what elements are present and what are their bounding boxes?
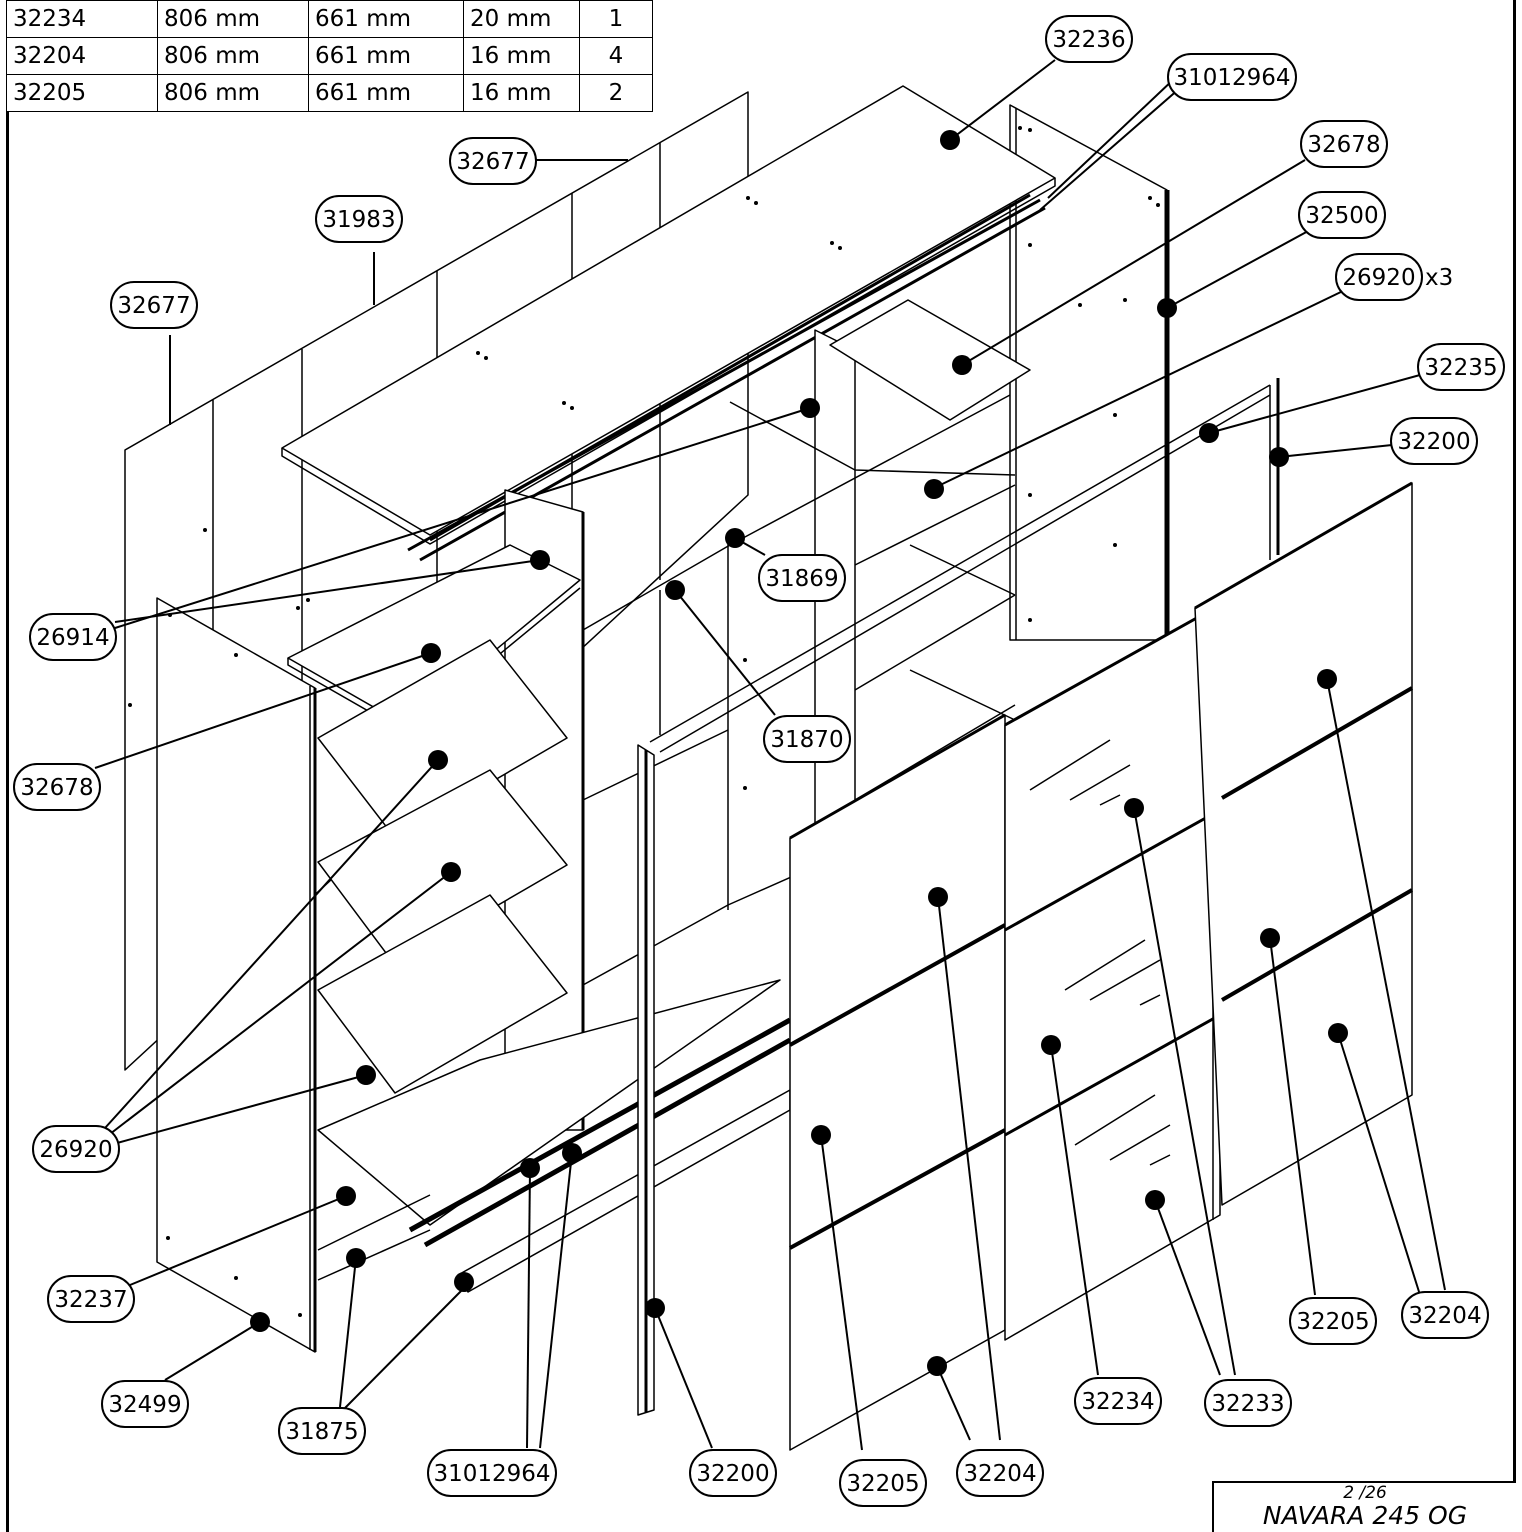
callouts: 32236 31012964 32678 32500 26920 x3 32235… <box>13 15 1505 1507</box>
svg-text:26920: 26920 <box>39 1137 112 1163</box>
callout-32236: 32236 <box>1045 15 1133 63</box>
side-panel-32499 <box>156 597 317 1353</box>
bottom-rail-31012964 <box>408 1017 792 1248</box>
callout-32200-bottom: 32200 <box>689 1449 777 1497</box>
callout-26920-left: 26920 <box>32 1125 120 1173</box>
svg-text:32499: 32499 <box>108 1392 181 1418</box>
model-name: NAVARA 245 OG <box>1262 1501 1468 1530</box>
table-row: 32234 806 mm 661 mm 20 mm 1 <box>6 0 653 38</box>
callout-32204-right: 32204 <box>1401 1291 1489 1339</box>
callout-32499: 32499 <box>101 1380 189 1428</box>
callout-32233: 32233 <box>1204 1379 1292 1427</box>
drawing-frame <box>6 0 1516 1532</box>
callout-31012964-bottom: 31012964 <box>427 1449 557 1497</box>
svg-text:32677: 32677 <box>456 149 529 175</box>
title-block: 2 /26 NAVARA 245 OG <box>1212 1481 1516 1532</box>
table-row: 32205 806 mm 661 mm 16 mm 2 <box>6 74 653 112</box>
callout-31012964-top: 31012964 <box>1167 53 1297 101</box>
callout-dots <box>250 130 1348 1376</box>
callout-32200-right: 32200 <box>1390 417 1478 465</box>
svg-text:26914: 26914 <box>36 625 109 651</box>
table-row: 32204 806 mm 661 mm 16 mm 4 <box>6 37 653 75</box>
door-right <box>1194 481 1414 1206</box>
callout-26914: 26914 <box>29 613 117 661</box>
svg-text:32233: 32233 <box>1211 1391 1284 1417</box>
svg-text:31870: 31870 <box>770 727 843 753</box>
svg-text:32678: 32678 <box>20 775 93 801</box>
callout-32205-bottom: 32205 <box>839 1459 927 1507</box>
svg-text:31869: 31869 <box>765 566 838 592</box>
callout-31983: 31983 <box>315 195 403 243</box>
svg-text:32500: 32500 <box>1305 203 1378 229</box>
callout-31869: 31869 <box>758 554 846 602</box>
callout-32237: 32237 <box>47 1275 135 1323</box>
callout-32677-left: 32677 <box>110 281 198 329</box>
callout-32678-right: 32678 <box>1300 120 1388 168</box>
top-panel-32236 <box>281 85 1056 545</box>
part-qty: 4 <box>579 37 653 75</box>
svg-text:31983: 31983 <box>322 207 395 233</box>
callout-32235: 32235 <box>1417 343 1505 391</box>
part-thickness: 16 mm <box>463 74 580 112</box>
part-height: 661 mm <box>308 0 464 38</box>
door-profile-32200 <box>637 744 655 1416</box>
svg-text:31012964: 31012964 <box>1173 65 1290 91</box>
callout-32677-top: 32677 <box>449 137 537 185</box>
callout-32678-left: 32678 <box>13 763 101 811</box>
svg-text:x3: x3 <box>1425 265 1453 291</box>
part-height: 661 mm <box>308 37 464 75</box>
leader-lines <box>94 59 1446 1451</box>
svg-text:31875: 31875 <box>285 1419 358 1445</box>
callout-31870: 31870 <box>763 715 851 763</box>
svg-text:32204: 32204 <box>1408 1303 1481 1329</box>
svg-text:32677: 32677 <box>117 293 190 319</box>
svg-text:32205: 32205 <box>846 1471 919 1497</box>
part-code: 32234 <box>6 0 158 38</box>
svg-text:26920: 26920 <box>1342 265 1415 291</box>
callout-32204-bottom: 32204 <box>956 1449 1044 1497</box>
svg-text:32204: 32204 <box>963 1461 1036 1487</box>
right-shelves <box>729 299 1031 801</box>
callout-31875: 31875 <box>278 1407 366 1455</box>
callout-32234: 32234 <box>1074 1377 1162 1425</box>
hole-marks <box>128 126 1160 1317</box>
part-height: 661 mm <box>308 74 464 112</box>
part-thickness: 20 mm <box>463 0 580 38</box>
wardrobe-parts <box>124 85 1414 1451</box>
svg-text:32234: 32234 <box>1081 1389 1154 1415</box>
svg-text:32200: 32200 <box>1397 429 1470 455</box>
part-qty: 1 <box>579 0 653 38</box>
callout-32205-right: 32205 <box>1289 1297 1377 1345</box>
svg-text:32235: 32235 <box>1424 355 1497 381</box>
door-middle-mirror <box>1004 603 1221 1341</box>
svg-text:32236: 32236 <box>1052 27 1125 53</box>
svg-text:31012964: 31012964 <box>433 1461 550 1487</box>
page-number: 2 /26 <box>1343 1483 1387 1503</box>
part-width: 806 mm <box>157 0 309 38</box>
svg-text:32200: 32200 <box>696 1461 769 1487</box>
part-width: 806 mm <box>157 37 309 75</box>
callout-32500: 32500 <box>1298 191 1386 239</box>
part-width: 806 mm <box>157 74 309 112</box>
svg-text:32678: 32678 <box>1307 132 1380 158</box>
parts-table: 32234 806 mm 661 mm 20 mm 1 32204 806 mm… <box>6 0 653 112</box>
part-thickness: 16 mm <box>463 37 580 75</box>
door-left <box>789 713 1006 1451</box>
part-code: 32205 <box>6 74 158 112</box>
svg-text:32205: 32205 <box>1296 1309 1369 1335</box>
svg-text:32237: 32237 <box>54 1287 127 1313</box>
part-qty: 2 <box>579 74 653 112</box>
part-code: 32204 <box>6 37 158 75</box>
callout-26920x3: 26920 x3 <box>1335 253 1453 301</box>
